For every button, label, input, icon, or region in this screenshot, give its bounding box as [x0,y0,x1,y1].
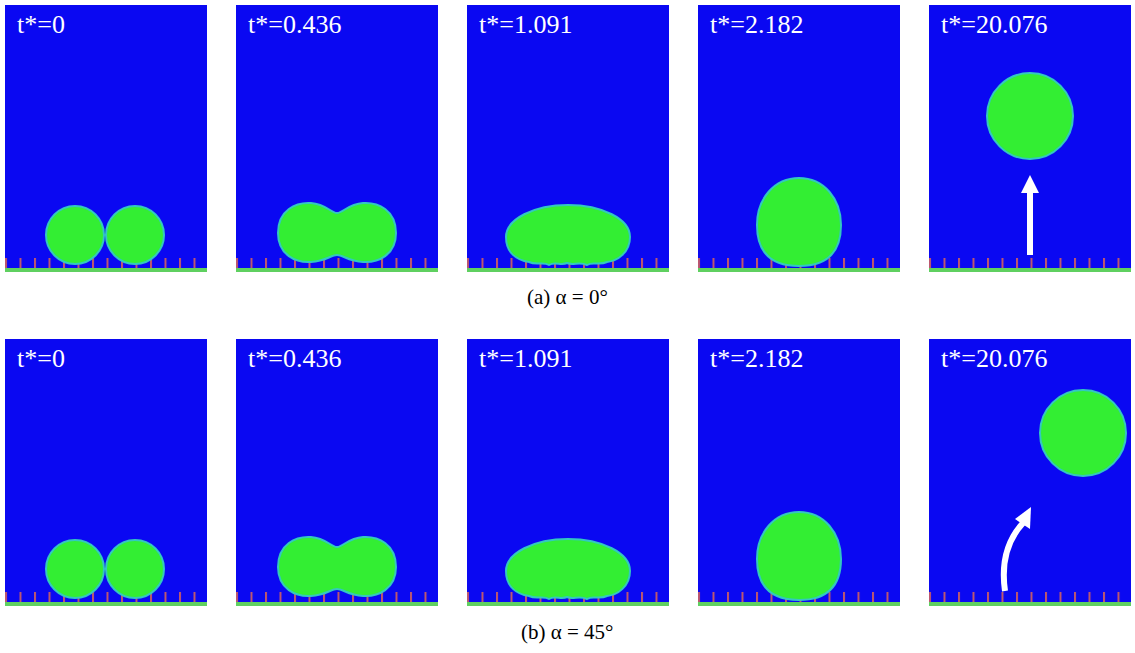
subfigure-caption: (a) α = 0° [527,284,608,310]
time-stamp: t*=2.182 [710,10,803,40]
time-stamp: t*=0 [17,344,65,374]
time-stamp: t*=2.182 [710,344,803,374]
time-stamp: t*=1.091 [479,344,572,374]
time-stamp: t*=20.076 [941,344,1047,374]
time-stamp: t*=1.091 [479,10,572,40]
subfigure-caption: (b) α = 45° [521,619,613,645]
time-stamp: t*=0 [17,10,65,40]
time-stamp: t*=0.436 [248,344,341,374]
time-stamp: t*=20.076 [941,10,1047,40]
time-stamp: t*=0.436 [248,10,341,40]
